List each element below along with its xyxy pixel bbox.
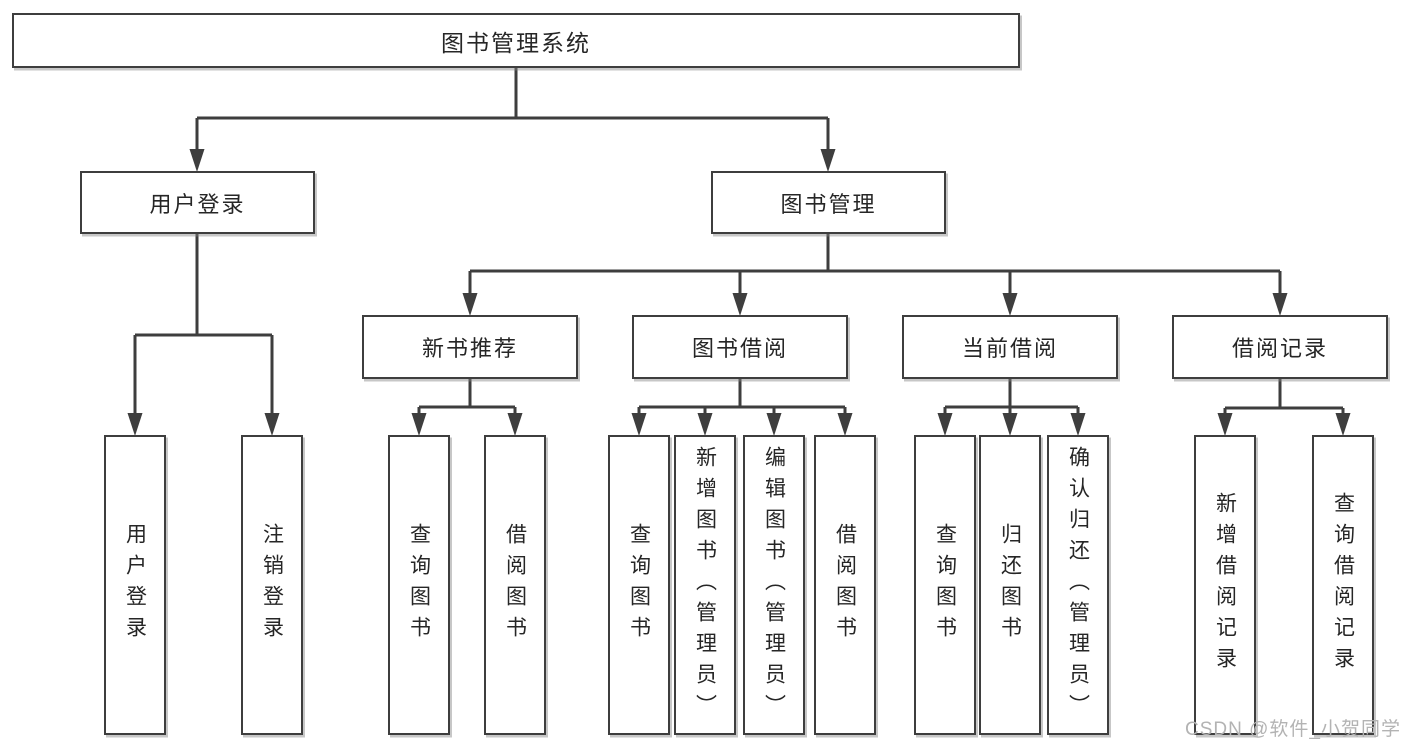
- node-borrow-books-borrowing: 借阅图书: [814, 435, 876, 735]
- connector-book-management: [468, 234, 1282, 296]
- node-borrow-books-recommend: 借阅图书: [484, 435, 546, 735]
- node-logout-action: 注销登录: [241, 435, 303, 735]
- connector-current-borrowing: [943, 378, 1080, 416]
- arrowheads: [127, 149, 1351, 436]
- node-borrowing-records: 借阅记录: [1172, 315, 1388, 379]
- watermark: CSDN @软件_小贺同学: [1185, 719, 1401, 740]
- node-add-borrow-record: 新增借阅记录: [1194, 435, 1256, 735]
- connector-new-book: [417, 378, 517, 416]
- node-library-system: 图书管理系统: [12, 13, 1020, 68]
- node-edit-books-admin: 编辑图书（管理员）: [743, 435, 805, 735]
- node-query-borrow-record: 查询借阅记录: [1312, 435, 1374, 735]
- connector-user-login: [133, 234, 274, 416]
- connector-borrowing-records: [1223, 378, 1345, 416]
- node-new-book-recommendation: 新书推荐: [362, 315, 578, 379]
- node-user-login-action: 用户登录: [104, 435, 166, 735]
- node-query-books-current: 查询图书: [914, 435, 976, 735]
- node-query-books-borrowing: 查询图书: [608, 435, 670, 735]
- connector-book-borrowing: [637, 378, 847, 416]
- connector-root: [195, 68, 830, 152]
- node-query-books-recommend: 查询图书: [388, 435, 450, 735]
- node-user-login: 用户登录: [80, 171, 315, 234]
- node-book-borrowing: 图书借阅: [632, 315, 848, 379]
- node-current-borrowing: 当前借阅: [902, 315, 1118, 379]
- node-book-management: 图书管理: [711, 171, 946, 234]
- node-add-books-admin: 新增图书（管理员）: [674, 435, 736, 735]
- node-return-books: 归还图书: [979, 435, 1041, 735]
- node-confirm-return-admin: 确认归还（管理员）: [1047, 435, 1109, 735]
